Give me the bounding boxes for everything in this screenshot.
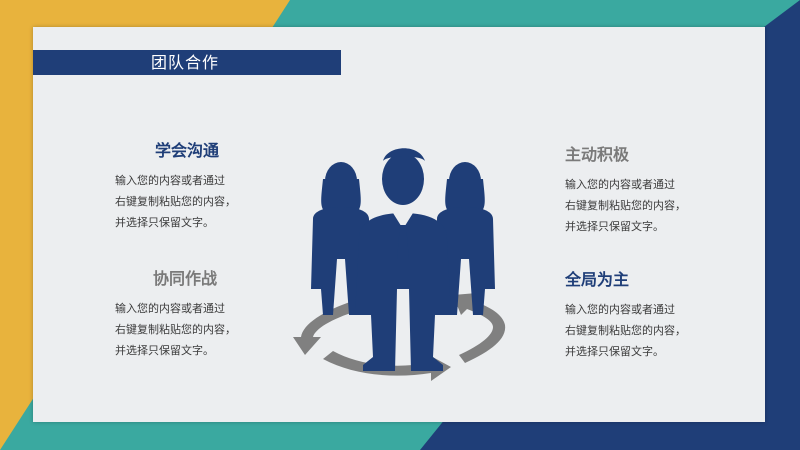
block-heading: 学会沟通: [155, 141, 220, 160]
block-cooperation: 协同作战 输入您的内容或者通过 右键复制粘贴您的内容， 并选择只保留文字。: [115, 269, 265, 361]
block-body: 输入您的内容或者通过 右键复制粘贴您的内容， 并选择只保留文字。: [115, 170, 265, 233]
body-line: 输入您的内容或者通过: [115, 302, 225, 315]
body-line: 右键复制粘贴您的内容，: [115, 195, 236, 208]
body-line: 输入您的内容或者通过: [565, 303, 675, 316]
body-line: 输入您的内容或者通过: [115, 174, 225, 187]
tie: [397, 225, 409, 267]
shirt-collar: [393, 213, 413, 229]
block-communication: 学会沟通 输入您的内容或者通过 右键复制粘贴您的内容， 并选择只保留文字。: [115, 141, 265, 233]
slide-panel: 团队合作 学会沟通 输入您的内容或者通过 右键复制粘贴您的内容， 并选择只保留文…: [33, 27, 765, 422]
block-body: 输入您的内容或者通过 右键复制粘贴您的内容， 并选择只保留文字。: [115, 298, 265, 361]
body-line: 并选择只保留文字。: [565, 345, 664, 358]
body-line: 并选择只保留文字。: [115, 216, 214, 229]
body-line: 右键复制粘贴您的内容，: [565, 324, 686, 337]
block-overall: 全局为主 输入您的内容或者通过 右键复制粘贴您的内容， 并选择只保留文字。: [565, 270, 715, 362]
title-bar: 团队合作: [33, 50, 341, 75]
block-heading: 全局为主: [565, 270, 630, 289]
team-graphic: [293, 148, 506, 381]
block-body: 输入您的内容或者通过 右键复制粘贴您的内容， 并选择只保留文字。: [565, 174, 715, 237]
block-heading: 协同作战: [153, 269, 218, 288]
block-heading: 主动积极: [565, 145, 630, 164]
body-line: 右键复制粘贴您的内容，: [115, 323, 236, 336]
team-people-icon: [311, 148, 495, 371]
body-line: 并选择只保留文字。: [565, 220, 664, 233]
body-line: 右键复制粘贴您的内容，: [565, 199, 686, 212]
block-initiative: 主动积极 输入您的内容或者通过 右键复制粘贴您的内容， 并选择只保留文字。: [565, 145, 715, 237]
body-line: 并选择只保留文字。: [115, 344, 214, 357]
block-body: 输入您的内容或者通过 右键复制粘贴您的内容， 并选择只保留文字。: [565, 299, 715, 362]
slide-title: 团队合作: [151, 53, 220, 72]
body-line: 输入您的内容或者通过: [565, 178, 675, 191]
